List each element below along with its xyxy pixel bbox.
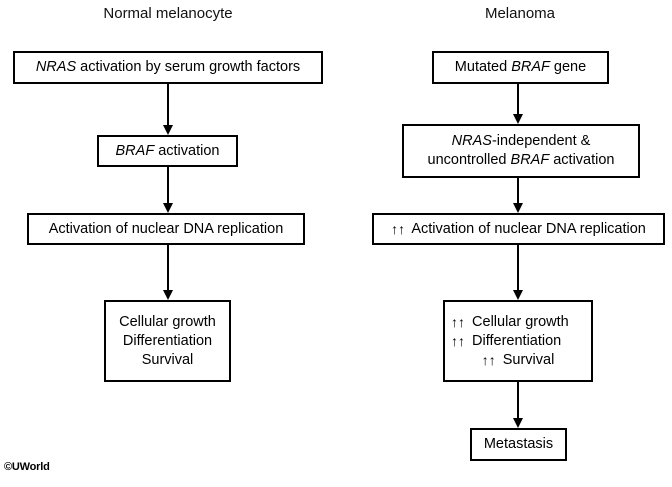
- arrow-head: [163, 125, 173, 135]
- arrow-activation-to-dna: [508, 178, 528, 213]
- arrow-nras-to-braf: [158, 84, 178, 135]
- arrow-shaft: [517, 178, 519, 203]
- outcome-line-growth-text: Cellular growth: [468, 313, 569, 330]
- arrow-shaft: [517, 84, 519, 114]
- outcome-line-survival: Survival: [141, 351, 194, 368]
- node-braf-activation: BRAF activation: [97, 135, 238, 167]
- gene-nras: NRAS: [451, 133, 492, 149]
- gene-braf: BRAF: [510, 152, 550, 168]
- column-title-melanoma: Melanoma: [484, 5, 556, 22]
- arrow-head: [513, 418, 523, 428]
- node-text-pre: Mutated: [454, 59, 512, 75]
- arrow-head: [163, 203, 173, 213]
- arrow-head: [513, 203, 523, 213]
- up-arrows-icon: ↑↑: [451, 313, 465, 330]
- activation-line-2-pre: uncontrolled: [427, 152, 511, 168]
- outcome-line-survival: ↑↑ Survival: [451, 351, 585, 370]
- node-text: Activation of nuclear DNA replication: [48, 220, 284, 237]
- node-text-rest: gene: [549, 59, 587, 75]
- node-text: NRAS activation by serum growth factors: [36, 58, 300, 77]
- outcome-line-differentiation: Differentiation: [122, 332, 213, 349]
- node-increased-cellular-outcomes: ↑↑ Cellular growth ↑↑ Differentiation ↑↑…: [443, 300, 593, 382]
- node-nras-activation: NRAS activation by serum growth factors: [13, 51, 323, 84]
- activation-line-1: NRAS-independent &: [410, 132, 632, 151]
- arrow-shaft: [517, 382, 519, 418]
- node-nras-independent-braf-activation: NRAS-independent & uncontrolled BRAF act…: [402, 124, 640, 178]
- node-dna-replication: Activation of nuclear DNA replication: [27, 213, 305, 245]
- up-arrows-icon: ↑↑: [481, 351, 496, 368]
- node-text: Mutated BRAF gene: [455, 58, 586, 77]
- arrow-dna-to-growth: [158, 245, 178, 300]
- outcome-line-differentiation-text: Differentiation: [468, 332, 562, 349]
- arrow-dna-to-outcomes: [508, 245, 528, 300]
- node-cellular-outcomes: Cellular growth Differentiation Survival: [104, 300, 231, 382]
- outcome-line-growth: Cellular growth: [119, 313, 216, 330]
- gene-nras: NRAS: [35, 59, 77, 75]
- node-text-rest: activation: [154, 142, 220, 159]
- activation-line-2-rest: activation: [549, 152, 615, 168]
- arrow-shaft: [167, 167, 169, 203]
- node-text: BRAF activation: [116, 142, 220, 161]
- activation-line-1-rest: -independent &: [491, 133, 591, 149]
- arrow-shaft: [517, 245, 519, 290]
- outcome-line-differentiation: ↑↑ Differentiation: [451, 332, 585, 351]
- up-arrows-icon: ↑↑: [391, 220, 406, 237]
- arrow-head: [513, 114, 523, 124]
- arrow-shaft: [167, 84, 169, 125]
- node-text: ↑↑ Activation of nuclear DNA replication: [391, 220, 646, 239]
- gene-braf: BRAF: [115, 142, 155, 159]
- arrow-braf-to-dna: [158, 167, 178, 213]
- arrow-head: [163, 290, 173, 300]
- node-metastasis: Metastasis: [470, 428, 567, 461]
- column-title-normal-melanocyte: Normal melanocyte: [103, 5, 233, 22]
- node-increased-dna-replication: ↑↑ Activation of nuclear DNA replication: [372, 213, 665, 245]
- arrow-shaft: [167, 245, 169, 290]
- node-text-rest: Activation of nuclear DNA replication: [408, 220, 646, 237]
- node-text: Metastasis: [483, 436, 554, 452]
- node-mutated-braf-gene: Mutated BRAF gene: [432, 51, 609, 84]
- arrow-head: [513, 290, 523, 300]
- up-arrows-icon: ↑↑: [451, 332, 465, 349]
- outcome-line-survival-text: Survival: [498, 351, 555, 368]
- activation-line-2: uncontrolled BRAF activation: [410, 151, 632, 170]
- node-text-rest: activation by serum growth factors: [76, 59, 301, 75]
- gene-braf: BRAF: [511, 59, 550, 75]
- outcome-line-growth: ↑↑ Cellular growth: [451, 313, 585, 332]
- copyright-watermark: ©UWorld: [4, 461, 50, 473]
- arrow-outcomes-to-metastasis: [508, 382, 528, 428]
- arrow-mutated-braf-to-activation: [508, 84, 528, 124]
